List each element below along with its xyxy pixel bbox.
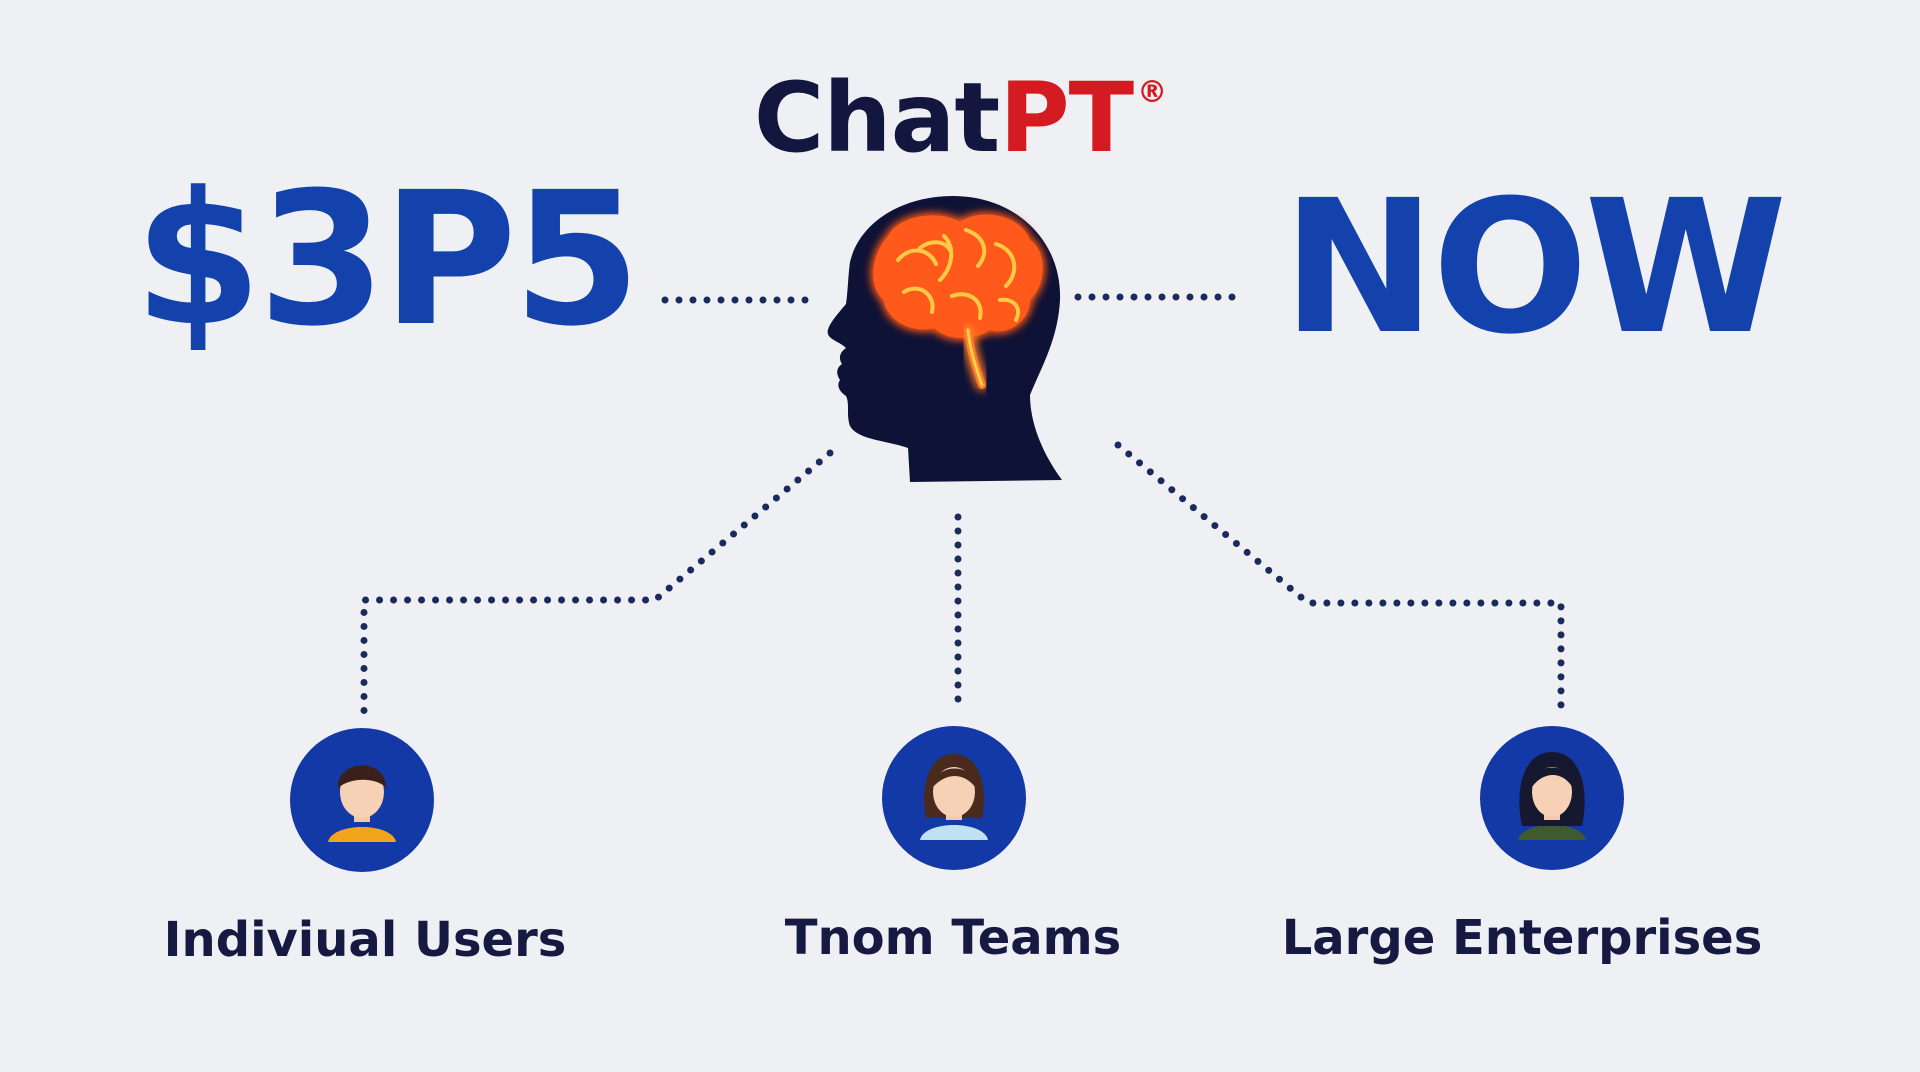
- brand-title-part1: Chat: [753, 62, 1000, 174]
- user-avatar-icon: [882, 726, 1026, 870]
- registered-mark: ®: [1137, 75, 1167, 110]
- label-large-enterprises: Large Enterprises: [1281, 910, 1763, 966]
- right-headline: NOW: [1282, 161, 1787, 375]
- connector-to-individual-users: [360, 449, 834, 716]
- left-headline: $3P5: [134, 153, 641, 367]
- label-individual-users: Indiviual Users: [163, 912, 567, 968]
- head-with-glowing-brain-icon: [827, 196, 1062, 482]
- label-teams: Tnom Teams: [784, 910, 1122, 966]
- user-avatar-icon: [1480, 726, 1624, 870]
- user-avatar-icon: [290, 728, 434, 872]
- brand-title-part2: PT: [999, 62, 1134, 174]
- connector-to-enterprises: [1114, 441, 1565, 716]
- brand-title: ChatPT®: [0, 70, 1920, 166]
